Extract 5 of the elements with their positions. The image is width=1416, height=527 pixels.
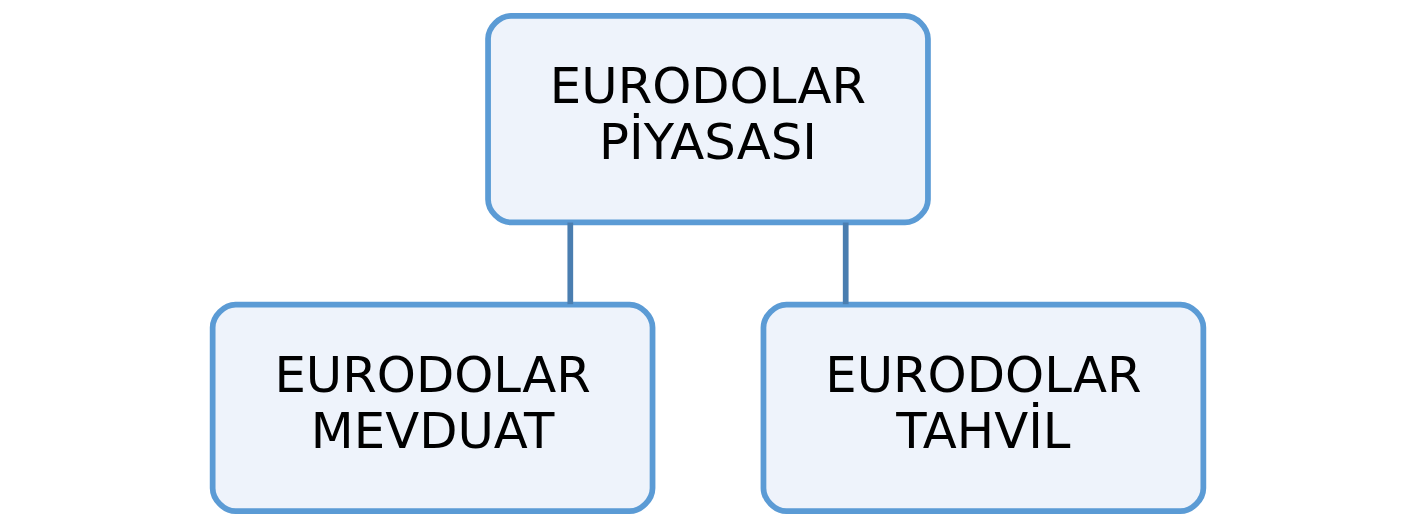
node-box: EURODOLAR TAHVİL <box>760 301 1207 515</box>
node-box: EURODOLAR PİYASASI <box>485 12 931 226</box>
connector <box>567 222 574 305</box>
connector <box>842 222 849 305</box>
node-box: EURODOLAR MEVDUAT <box>209 301 656 515</box>
